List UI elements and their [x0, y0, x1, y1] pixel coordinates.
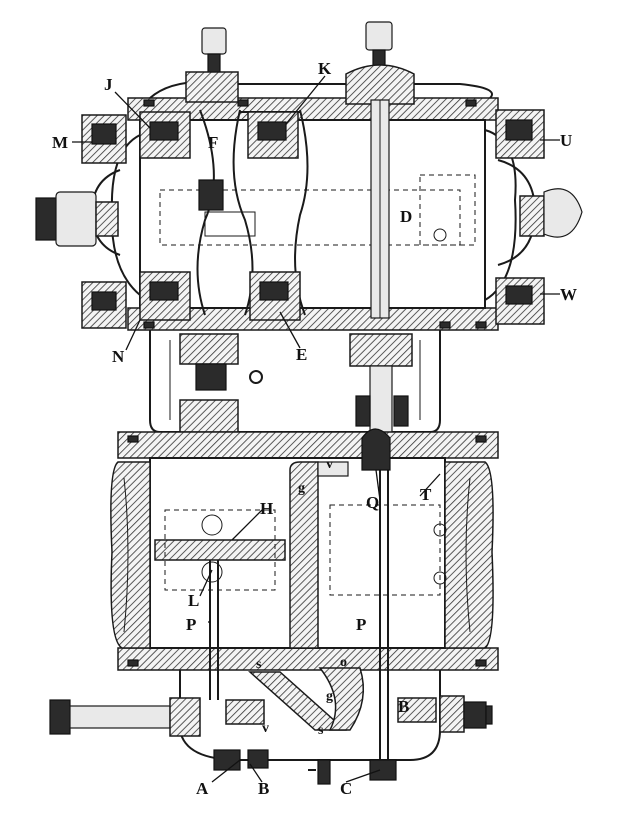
label-H: H	[260, 499, 273, 518]
label-N: N	[112, 347, 125, 366]
label-g-lower: g	[326, 689, 333, 704]
valve-W	[495, 277, 545, 325]
water-cylinder-top-head	[117, 431, 499, 459]
valve-N	[81, 281, 127, 329]
suction-pipe	[49, 697, 201, 737]
steam-head-bolts	[143, 99, 487, 329]
label-s-lower: s	[318, 723, 324, 738]
label-o: o	[340, 655, 347, 670]
label-B-bottom: B	[258, 779, 269, 798]
valve-J	[139, 111, 191, 159]
right-stuffing-box	[349, 333, 413, 367]
middle-neck	[149, 330, 441, 437]
label-F: F	[208, 133, 218, 152]
label-C: C	[340, 779, 352, 798]
water-head-bolts	[127, 435, 487, 667]
label-K: K	[318, 59, 332, 78]
valve-M	[81, 114, 127, 164]
valve-Q	[361, 428, 391, 471]
valve-K	[247, 111, 299, 159]
label-v-lower: v	[262, 721, 269, 736]
label-W: W	[560, 285, 577, 304]
label-E: E	[296, 345, 307, 364]
valve-blocks	[81, 109, 545, 329]
water-piston-H	[154, 539, 286, 561]
label-U: U	[560, 131, 572, 150]
label-v-upper: v	[326, 457, 333, 472]
valve-lower-left	[139, 271, 191, 321]
label-P-right: P	[356, 615, 366, 634]
valve-U	[495, 109, 545, 159]
label-A: A	[196, 779, 209, 798]
label-g-upper: g	[298, 481, 305, 496]
label-P-left: P	[186, 615, 196, 634]
exhaust-outlet-fitting	[519, 188, 583, 238]
steam-inlet-fitting	[35, 191, 119, 247]
left-stuffing-box	[179, 333, 239, 365]
passage-g	[289, 461, 319, 649]
water-cylinder	[110, 428, 499, 760]
label-s-upper: s	[256, 657, 262, 672]
discharge-fitting	[439, 695, 493, 733]
steam-valve-top-nut	[185, 27, 239, 103]
valve-A	[225, 699, 265, 725]
left-air-chamber	[110, 461, 151, 649]
steam-cylinder-bore	[139, 119, 486, 309]
label-M: M	[52, 133, 68, 152]
valve-E	[249, 271, 301, 321]
right-air-chamber	[444, 461, 494, 649]
valve-C	[369, 759, 397, 781]
drain-cock	[317, 759, 331, 785]
leader-lines	[72, 75, 560, 783]
chamber-o	[318, 667, 365, 731]
label-Q: Q	[366, 493, 379, 512]
water-cylinder-bottom-head	[117, 647, 499, 671]
part-labels: J K M F U D W N E g v T Q H L P P s o g …	[52, 59, 577, 798]
label-B-right: B	[398, 697, 409, 716]
valve-B-right	[397, 697, 437, 723]
piston-rod-top-nut	[345, 21, 415, 105]
bottom-valve-chest	[179, 667, 441, 785]
label-J: J	[104, 75, 113, 94]
valve-v	[317, 461, 349, 477]
label-L: L	[188, 591, 199, 610]
label-T: T	[420, 485, 432, 504]
valve-stem-block	[198, 179, 224, 211]
label-D: D	[400, 207, 412, 226]
